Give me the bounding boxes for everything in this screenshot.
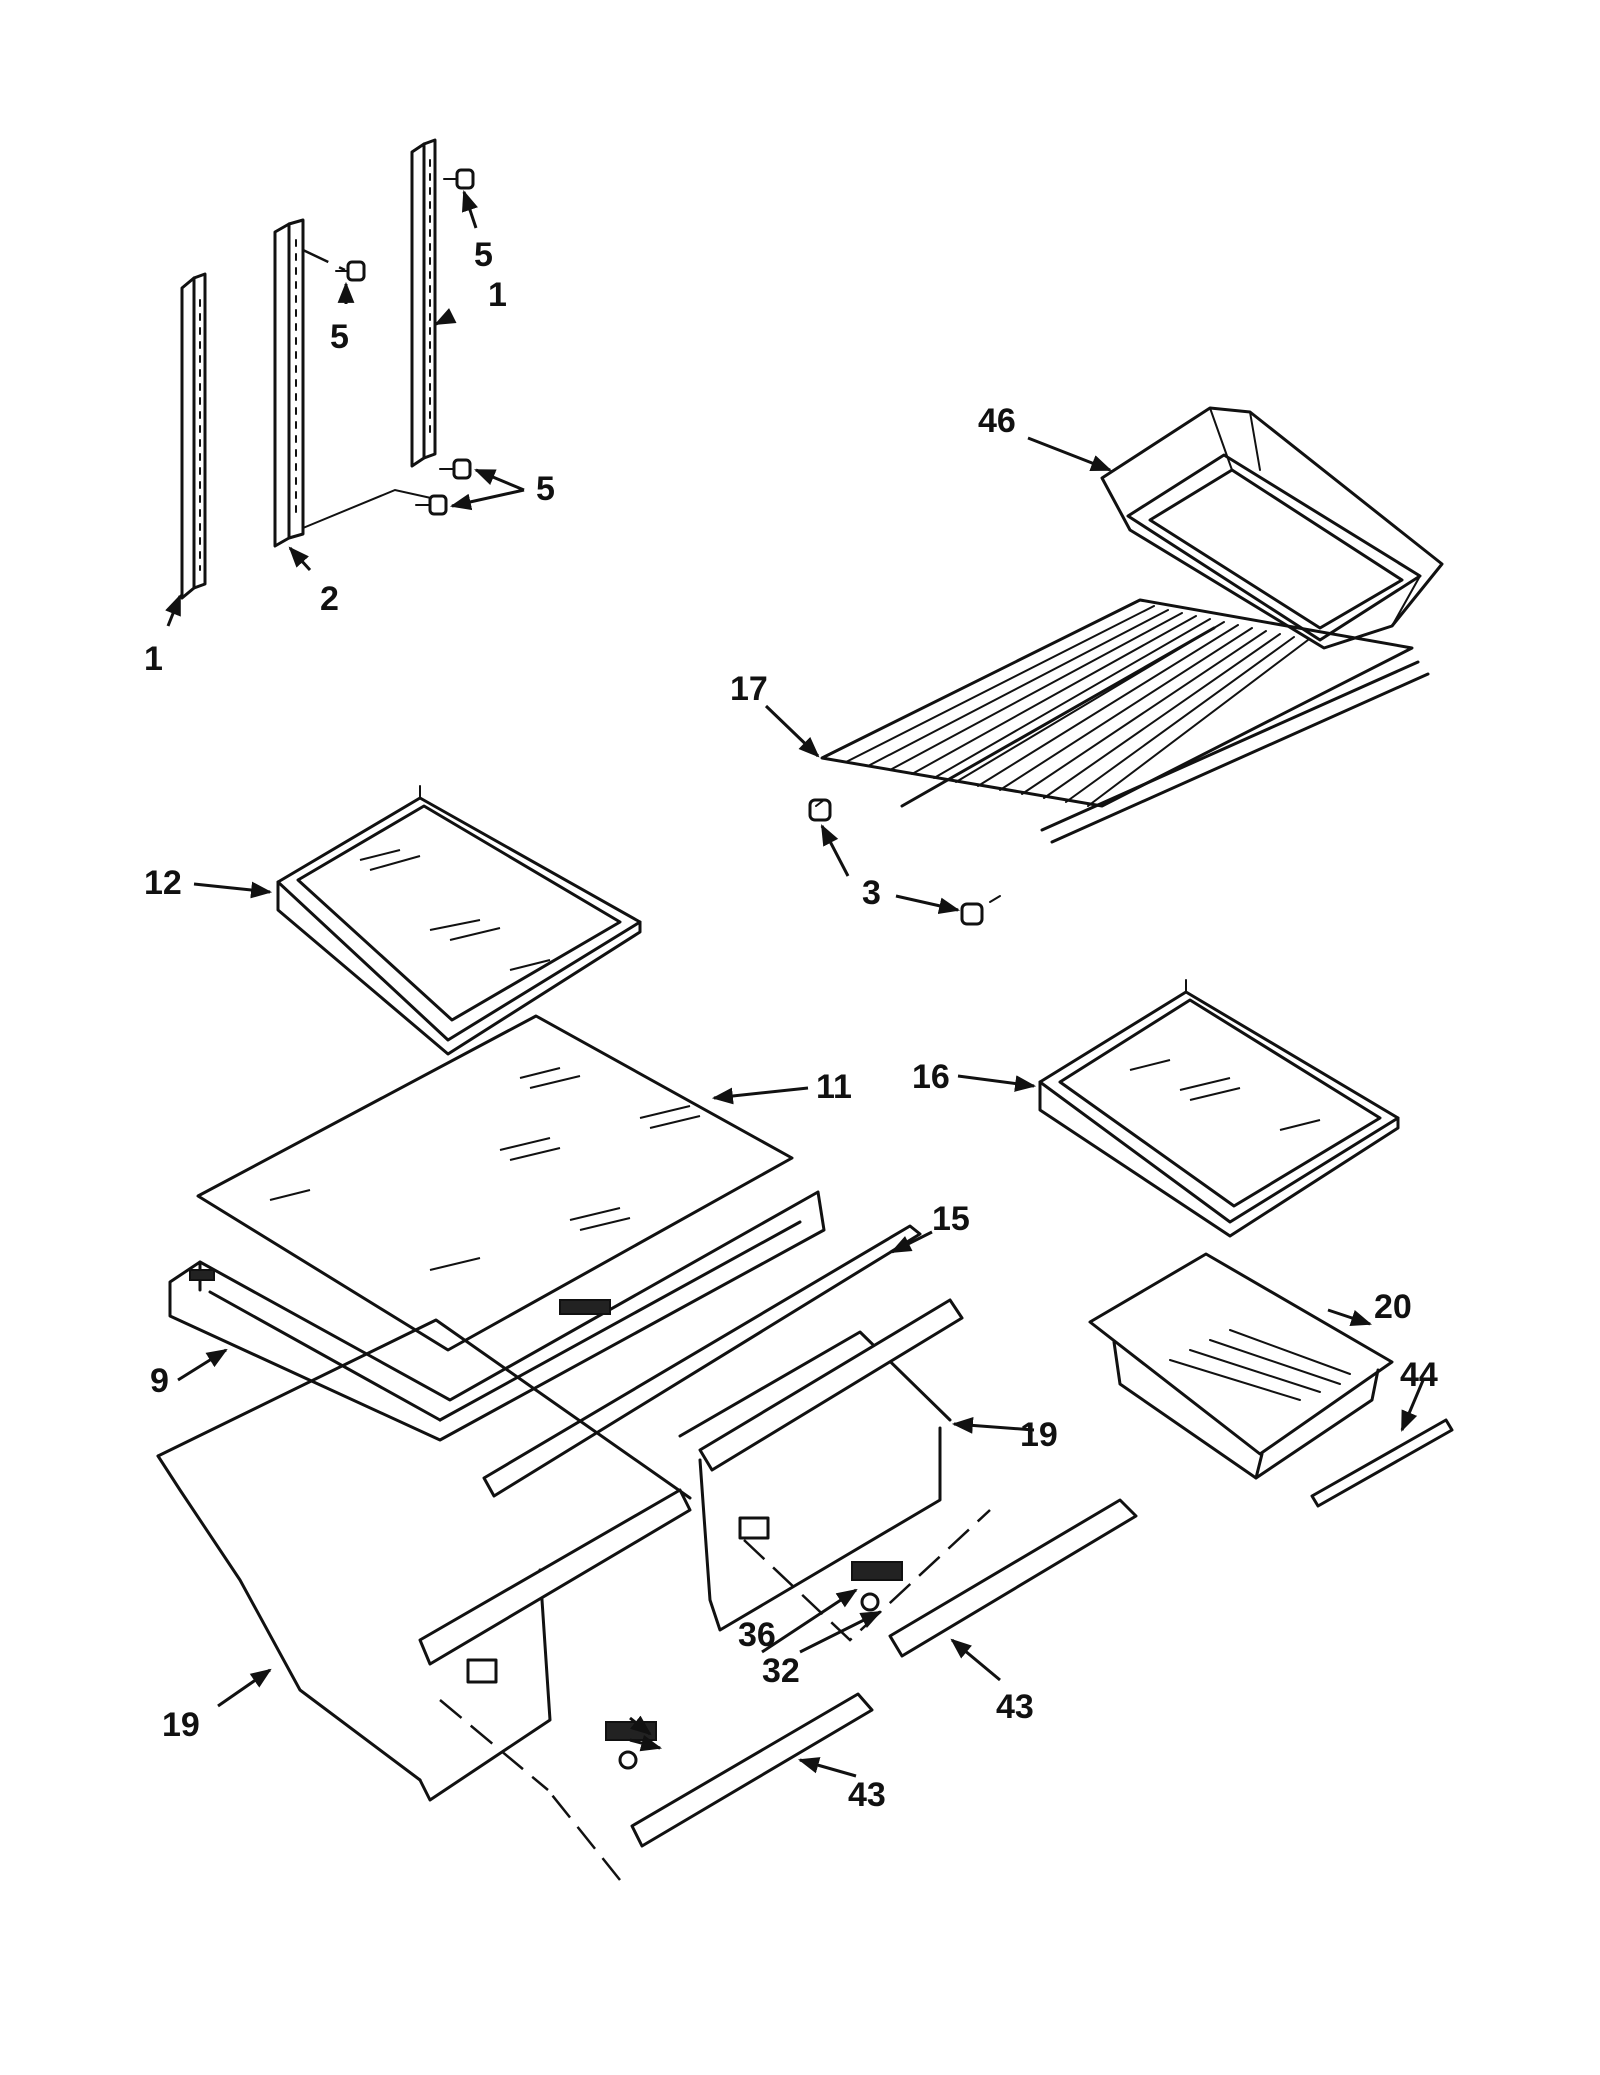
leader-arrow — [177, 1348, 228, 1382]
shelf-support-rail-right — [410, 138, 437, 468]
callout-5: 5 — [330, 318, 349, 356]
callout-19: 19 — [162, 1706, 200, 1744]
drawer-slide-rail — [630, 1692, 874, 1848]
leader-arrow — [764, 704, 820, 758]
leader-arrow — [950, 1638, 1001, 1682]
screw-center-line — [302, 248, 346, 272]
callout-1: 1 — [488, 276, 507, 314]
callout-11: 11 — [816, 1068, 852, 1106]
drawer-assembly-line — [547, 1789, 621, 1881]
small-glass-shelf — [276, 785, 642, 1056]
leader-arrow — [895, 894, 961, 915]
callout-1: 1 — [144, 640, 163, 678]
crisper-drawer-left — [156, 1318, 692, 1802]
crisper-drawer-right — [678, 1298, 964, 1632]
callout-46: 46 — [978, 402, 1016, 440]
leader-arrow — [820, 824, 850, 877]
callout-5: 5 — [474, 236, 493, 274]
leader-arrow — [434, 308, 457, 326]
screw-icon — [439, 458, 472, 480]
callout-32: 32 — [762, 1652, 800, 1690]
leader-arrow — [951, 1417, 1035, 1434]
callout-43: 43 — [996, 1688, 1034, 1726]
leader-arrow — [799, 1610, 882, 1654]
leader-arrow — [1027, 436, 1112, 472]
callout-2: 2 — [320, 580, 339, 618]
wire-shelf — [820, 598, 1430, 844]
leader-arrow — [761, 1588, 858, 1654]
large-glass-panel — [196, 1014, 794, 1352]
leader-arrow — [1400, 1377, 1426, 1432]
leader-arrow — [165, 594, 182, 627]
screw-icon — [335, 260, 366, 282]
callout-12: 12 — [144, 864, 182, 902]
meat-drawer — [1088, 1252, 1394, 1480]
leader-arrow — [1327, 1308, 1372, 1326]
crisper-cover-frame — [168, 1190, 826, 1442]
leader-arrow — [711, 1086, 809, 1105]
screw-icon — [415, 494, 448, 516]
leader-arrow — [217, 1668, 272, 1708]
drawer-slide-rail-small — [1310, 1418, 1454, 1508]
leader-arrow — [474, 468, 525, 492]
drawer-slide-rail — [888, 1498, 1138, 1658]
shelf-support-rail-left — [180, 272, 207, 600]
leader-arrow — [288, 546, 312, 572]
shelf-pin — [808, 798, 832, 822]
leader-arrow — [957, 1074, 1037, 1092]
callout-9: 9 — [150, 1362, 169, 1400]
shelf-pin — [960, 895, 1001, 926]
callout-17: 17 — [730, 670, 768, 708]
screw-icon — [443, 168, 475, 190]
leader-arrow — [449, 488, 525, 511]
callout-16: 16 — [912, 1058, 950, 1096]
callout-19: 19 — [1020, 1416, 1058, 1454]
callout-5: 5 — [536, 470, 555, 508]
callout-36: 36 — [738, 1616, 776, 1654]
shelf-support-rail-center — [273, 218, 305, 548]
leader-arrow — [462, 190, 478, 229]
drawer-assembly-line — [439, 1699, 549, 1791]
storage-bin — [1100, 406, 1444, 650]
callout-43: 43 — [848, 1776, 886, 1814]
callout-44: 44 — [1400, 1356, 1438, 1394]
drawer-assembly-line — [743, 1509, 991, 1642]
drawer-slide-clip — [851, 1561, 903, 1612]
glass-shelf-right — [1038, 979, 1400, 1238]
leader-arrow — [193, 881, 273, 899]
leader-arrow — [629, 1715, 652, 1736]
leader-arrow — [797, 1757, 857, 1778]
rail-assembly-line — [302, 488, 441, 529]
callout-15: 15 — [932, 1200, 970, 1238]
callout-3: 3 — [862, 874, 881, 912]
leader-arrow — [629, 1735, 663, 1752]
leader-arrow — [890, 1230, 933, 1254]
callout-20: 20 — [1374, 1288, 1412, 1326]
